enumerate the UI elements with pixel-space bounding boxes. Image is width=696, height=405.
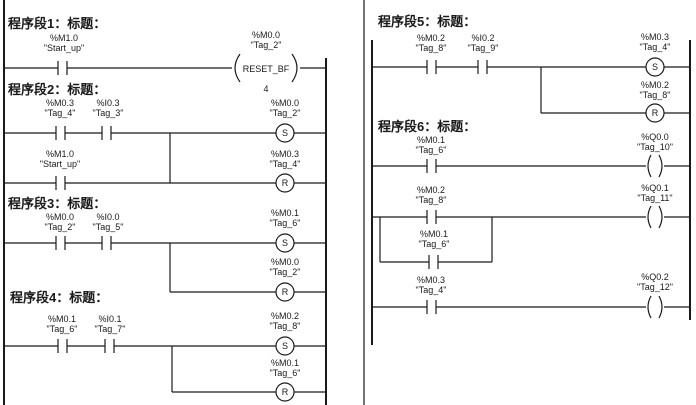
contact-operand: %I0.0 <box>96 212 119 222</box>
coil-symbol: "Tag_11" <box>637 193 672 203</box>
contact-symbol: "Tag_5" <box>93 222 124 232</box>
contact-symbol: "Tag_6" <box>416 145 447 155</box>
coil-operand: %M0.0 <box>271 257 299 267</box>
box-operand: %M0.0 <box>252 30 280 40</box>
contact: %M1.0 "Start_up" <box>4 33 232 75</box>
contact-symbol: "Tag_8" <box>416 195 447 205</box>
coil-operand: %M0.1 <box>271 358 299 368</box>
coil-letter: R <box>652 108 659 118</box>
coil-symbol: "Tag_12" <box>637 282 673 292</box>
contact-operand: %M0.2 <box>417 185 445 195</box>
coil-letter: S <box>282 341 288 351</box>
coil-letter: S <box>652 62 658 72</box>
contact-symbol: "Tag_6" <box>419 239 450 249</box>
coil-symbol: "Tag_2" <box>270 108 301 118</box>
coil-symbol: "Tag_10" <box>637 142 673 152</box>
contact-operand: %I0.3 <box>96 98 119 108</box>
coil-operand: %M0.2 <box>641 80 669 90</box>
box-param: 4 <box>263 84 268 94</box>
contact-symbol: "Start_up" <box>40 159 80 169</box>
contact-symbol: "Tag_4" <box>416 285 447 295</box>
contact-operand: %I0.1 <box>98 314 121 324</box>
network-title: 程序段5：标题： <box>378 14 476 29</box>
network-title: 程序段6：标题： <box>378 119 476 134</box>
contact-symbol: "Start_up" <box>44 43 84 53</box>
coil-operand: %M0.2 <box>271 311 299 321</box>
coil-letter: R <box>282 387 289 397</box>
contact-symbol: "Tag_8" <box>416 43 447 53</box>
network-title: 程序段3：标题： <box>8 196 106 211</box>
contact-operand: %M0.3 <box>417 275 445 285</box>
contact-operand: %M1.0 <box>46 149 74 159</box>
network-title: 程序段1：标题： <box>8 16 106 31</box>
contact-symbol: "Tag_3" <box>93 108 124 118</box>
reset-bf-box: %M0.0 "Tag_2" RESET_BF 4 <box>234 30 326 94</box>
coil-letter: R <box>282 287 289 297</box>
contact-operand: %M0.0 <box>46 212 74 222</box>
box-label: RESET_BF <box>243 64 290 74</box>
coil-operand: %M0.1 <box>271 208 299 218</box>
coil-operand: %M0.3 <box>641 32 669 42</box>
contact-operand: %M0.1 <box>420 229 448 239</box>
coil-letter: S <box>282 238 288 248</box>
contact-symbol: "Tag_9" <box>468 43 499 53</box>
contact-operand: %M0.2 <box>417 33 445 43</box>
contact-symbol: "Tag_4" <box>45 108 76 118</box>
contact-symbol: "Tag_2" <box>45 222 76 232</box>
coil-operand: %M0.3 <box>271 149 299 159</box>
network-2: 程序段2：标题： %M0.3 "Tag_4" %I0.3 "Tag_3" %M1… <box>4 82 326 193</box>
contact-operand: %M0.1 <box>48 314 76 324</box>
contact-operand: %I0.2 <box>471 33 494 43</box>
contact-symbol: "Tag_7" <box>95 324 126 334</box>
network-title: 程序段2：标题： <box>8 82 106 97</box>
network-1: 程序段1：标题： %M1.0 "Start_up" %M0.0 "Tag_2" … <box>4 16 326 94</box>
network-5: 程序段5：标题： %M0.2 "Tag_8" %I0.2 "Tag_9" %M0… <box>372 14 690 123</box>
contact-operand: %M0.1 <box>417 135 445 145</box>
contact-operand: %M0.3 <box>46 98 74 108</box>
coil-letter: R <box>282 178 289 188</box>
box-symbol: "Tag_2" <box>251 40 282 50</box>
coil-operand: %M0.0 <box>271 98 299 108</box>
coil-operand: %Q0.1 <box>641 183 669 193</box>
coil-symbol: "Tag_6" <box>270 368 301 378</box>
coil-symbol: "Tag_8" <box>270 321 301 331</box>
network-3: 程序段3：标题： %M0.0 "Tag_2" %I0.0 "Tag_5" %M0… <box>4 196 326 302</box>
contact-operand: %M1.0 <box>50 33 78 43</box>
network-6: 程序段6：标题： %M0.1 "Tag_6" %Q0.0 "Tag_10" %M… <box>372 119 690 319</box>
network-title: 程序段4：标题： <box>10 290 108 305</box>
coil-symbol: "Tag_2" <box>270 267 301 277</box>
network-4: 程序段4：标题： %M0.1 "Tag_6" %I0.1 "Tag_7" %M0… <box>4 290 326 402</box>
coil-symbol: "Tag_4" <box>640 42 671 52</box>
coil-symbol: "Tag_8" <box>640 90 671 100</box>
coil-letter: S <box>282 128 288 138</box>
coil-operand: %Q0.0 <box>641 132 669 142</box>
coil-operand: %Q0.2 <box>641 272 669 282</box>
coil-symbol: "Tag_6" <box>270 218 301 228</box>
contact-symbol: "Tag_6" <box>47 324 78 334</box>
coil-symbol: "Tag_4" <box>270 159 301 169</box>
